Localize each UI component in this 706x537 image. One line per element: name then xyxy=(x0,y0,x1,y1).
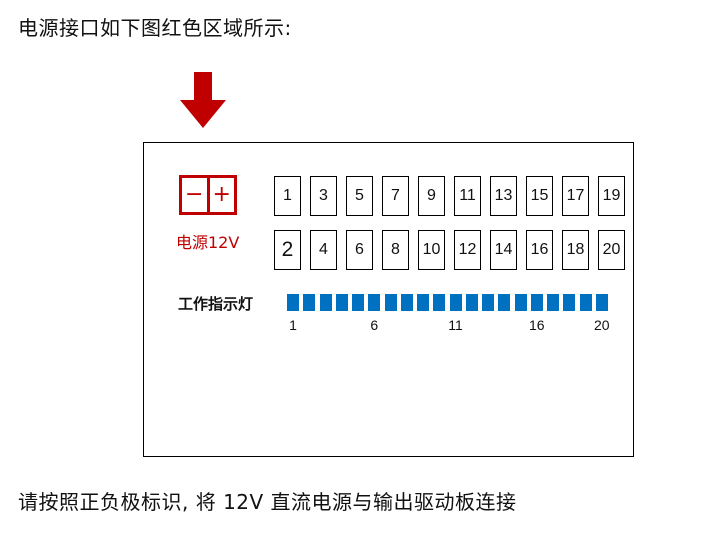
led-segment xyxy=(547,294,559,311)
led-segment xyxy=(449,294,462,311)
output-pin: 10 xyxy=(418,230,445,270)
led-segment xyxy=(287,294,299,311)
led-tick-label: 11 xyxy=(448,317,463,333)
led-segment xyxy=(368,294,381,311)
led-segment xyxy=(303,294,316,311)
output-pin: 11 xyxy=(454,176,481,216)
output-pin: 18 xyxy=(562,230,589,270)
output-pin: 4 xyxy=(310,230,337,270)
negative-terminal: − xyxy=(182,178,210,212)
led-segment xyxy=(595,294,608,311)
output-pin: 19 xyxy=(598,176,625,216)
output-pin: 17 xyxy=(562,176,589,216)
power-terminal: − + xyxy=(179,175,237,215)
bottom-caption: 请按照正负极标识, 将 12V 直流电源与输出驱动板连接 xyxy=(18,490,517,514)
driver-board: − + 电源12V 1 3 5 7 9 11 13 15 17 19 2 4 6… xyxy=(143,142,634,457)
led-segment xyxy=(482,294,494,311)
led-segment xyxy=(335,294,348,311)
output-pin: 12 xyxy=(454,230,481,270)
output-pin: 6 xyxy=(346,230,373,270)
led-segment xyxy=(400,294,413,311)
power-label: 电源12V xyxy=(176,233,240,252)
led-segment xyxy=(465,294,478,311)
output-pin: 20 xyxy=(598,230,625,270)
output-pin: 5 xyxy=(346,176,373,216)
down-arrow-icon xyxy=(180,72,226,128)
led-segment xyxy=(514,294,527,311)
output-pin: 9 xyxy=(418,176,445,216)
led-segment xyxy=(319,294,332,311)
output-pin: 1 xyxy=(274,176,301,216)
led-segment xyxy=(579,294,592,311)
led-segment xyxy=(563,294,576,311)
output-pin-grid: 1 3 5 7 9 11 13 15 17 19 2 4 6 8 10 12 1… xyxy=(274,176,625,272)
led-segment xyxy=(352,294,364,311)
output-pin: 3 xyxy=(310,176,337,216)
led-tick-label: 1 xyxy=(289,317,297,333)
output-pin: 16 xyxy=(526,230,553,270)
led-segment xyxy=(417,294,429,311)
led-segment xyxy=(498,294,511,311)
top-caption: 电源接口如下图红色区域所示: xyxy=(18,16,292,40)
led-tick-label: 16 xyxy=(528,317,545,333)
output-pin: 2 xyxy=(274,230,301,270)
led-segment xyxy=(433,294,446,311)
led-tick-label: 20 xyxy=(593,317,610,333)
output-pin: 14 xyxy=(490,230,517,270)
output-pin: 13 xyxy=(490,176,517,216)
led-segment xyxy=(384,294,397,311)
led-tick-label: 6 xyxy=(370,317,379,333)
indicator-label: 工作指示灯 xyxy=(178,295,254,313)
led-segment xyxy=(530,294,543,311)
output-pin: 7 xyxy=(382,176,409,216)
positive-terminal: + xyxy=(212,182,231,207)
output-pin: 8 xyxy=(382,230,409,270)
output-pin: 15 xyxy=(526,176,553,216)
led-indicator-bar xyxy=(287,294,617,312)
